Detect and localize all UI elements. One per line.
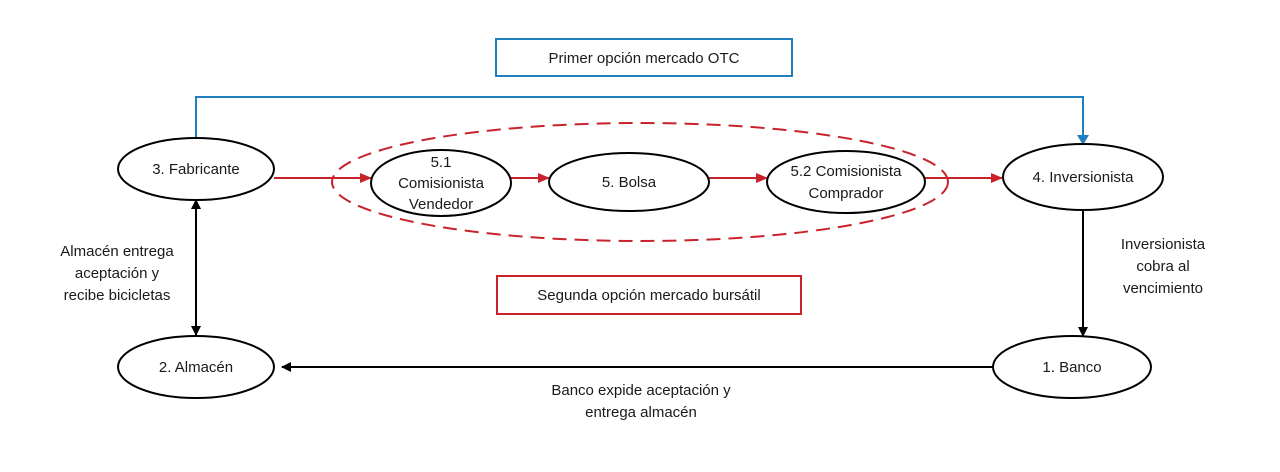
- node-fabricante: 3. Fabricante: [117, 137, 275, 201]
- node-banco-label: 1. Banco: [1042, 359, 1101, 376]
- node-comprador-label-1: 5.2 Comisionista: [791, 163, 903, 180]
- otc-connector: [195, 96, 1089, 145]
- node-vendedor-label-2: Comisionista: [398, 175, 485, 192]
- node-almacen-label: 2. Almacén: [159, 359, 233, 376]
- node-comisionista-comprador: 5.2 Comisionista Comprador: [766, 150, 926, 214]
- node-vendedor-label-3: Vendedor: [409, 196, 473, 213]
- inversionista-banco-label-1: Inversionista: [1121, 236, 1206, 253]
- otc-option-label: Primer opción mercado OTC: [549, 50, 740, 67]
- inversionista-banco-label-3: vencimiento: [1123, 280, 1203, 297]
- banco-almacen-label-1: Banco expide aceptación y: [551, 382, 731, 399]
- node-comisionista-vendedor: 5.1 Comisionista Vendedor: [370, 149, 512, 217]
- almacen-fabricante-label-3: recibe bicicletas: [64, 287, 171, 304]
- node-banco: 1. Banco: [992, 335, 1152, 399]
- node-comprador-label-2: Comprador: [808, 185, 883, 202]
- bursatil-option-label: Segunda opción mercado bursátil: [537, 287, 760, 304]
- almacen-fabricante-label-1: Almacén entrega: [60, 243, 174, 260]
- node-inversionista-label: 4. Inversionista: [1033, 169, 1135, 186]
- bursatil-market-zone: [331, 122, 949, 242]
- node-almacen: 2. Almacén: [117, 335, 275, 399]
- banco-almacen-label-2: entrega almacén: [585, 404, 697, 421]
- inversionista-banco-label-2: cobra al: [1136, 258, 1189, 275]
- node-inversionista: 4. Inversionista: [1002, 143, 1164, 211]
- node-fabricante-label: 3. Fabricante: [152, 161, 240, 178]
- bursatil-option-box: [496, 275, 802, 315]
- node-vendedor-label-1: 5.1: [431, 154, 452, 171]
- node-bolsa: 5. Bolsa: [548, 152, 710, 212]
- almacen-fabricante-label-2: aceptación y: [75, 265, 160, 282]
- otc-option-box: [495, 38, 793, 77]
- node-bolsa-label: 5. Bolsa: [602, 174, 657, 191]
